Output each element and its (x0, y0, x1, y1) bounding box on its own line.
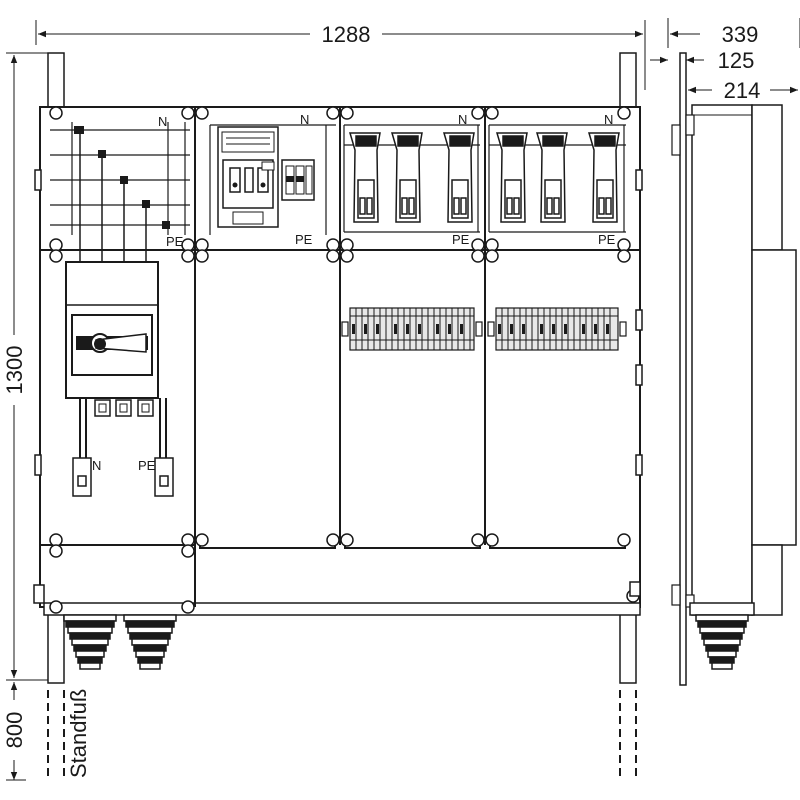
fuse1-pe-label: PE (452, 232, 470, 247)
fuse-holder (587, 132, 620, 223)
side-view (671, 52, 797, 686)
fuse-holder (390, 132, 423, 223)
height-label: 1300 (2, 346, 27, 395)
busbar-module: N PE (50, 114, 190, 262)
fuse-module-2: N PE (488, 112, 626, 247)
meter-module: N PE (209, 112, 336, 247)
dimension-stand: 800 (2, 682, 27, 781)
width-label: 1288 (322, 22, 371, 47)
dimension-side: 339 125 214 (650, 18, 800, 103)
fuse-module-1: N PE (343, 112, 480, 247)
switch-neutral-label: N (92, 458, 101, 473)
side-depth-label: 339 (722, 22, 759, 47)
busbar-neutral-label: N (158, 114, 167, 129)
stand-height-label: 800 (2, 712, 27, 749)
fuse2-neutral-label: N (604, 112, 613, 127)
main-switch-module: N PE (65, 261, 174, 497)
fuse-holder (348, 132, 381, 223)
side-offset-label: 125 (718, 48, 755, 73)
meter-pe-label: PE (295, 232, 313, 247)
side-body-label: 214 (724, 78, 761, 103)
switch-pe-label: PE (138, 458, 156, 473)
fuse-holder (495, 132, 528, 223)
front-frame (39, 52, 641, 780)
side-cable-gland (695, 614, 749, 670)
busbar-pe-label: PE (166, 234, 184, 249)
fuse2-pe-label: PE (598, 232, 616, 247)
terminal-block-right (487, 307, 627, 351)
fuse-holder (535, 132, 568, 223)
dimension-width: 1288 (35, 20, 646, 90)
meter-neutral-label: N (300, 112, 309, 127)
stand-legs (47, 690, 637, 780)
side-latches (33, 169, 643, 604)
cable-glands (63, 614, 177, 670)
terminal-block-left (341, 307, 483, 351)
dimension-height: 1300 (2, 52, 48, 681)
corner-screws (49, 106, 640, 614)
fuse-holder (442, 132, 475, 223)
stand-label: Standfuß (66, 689, 91, 778)
fuse1-neutral-label: N (458, 112, 467, 127)
